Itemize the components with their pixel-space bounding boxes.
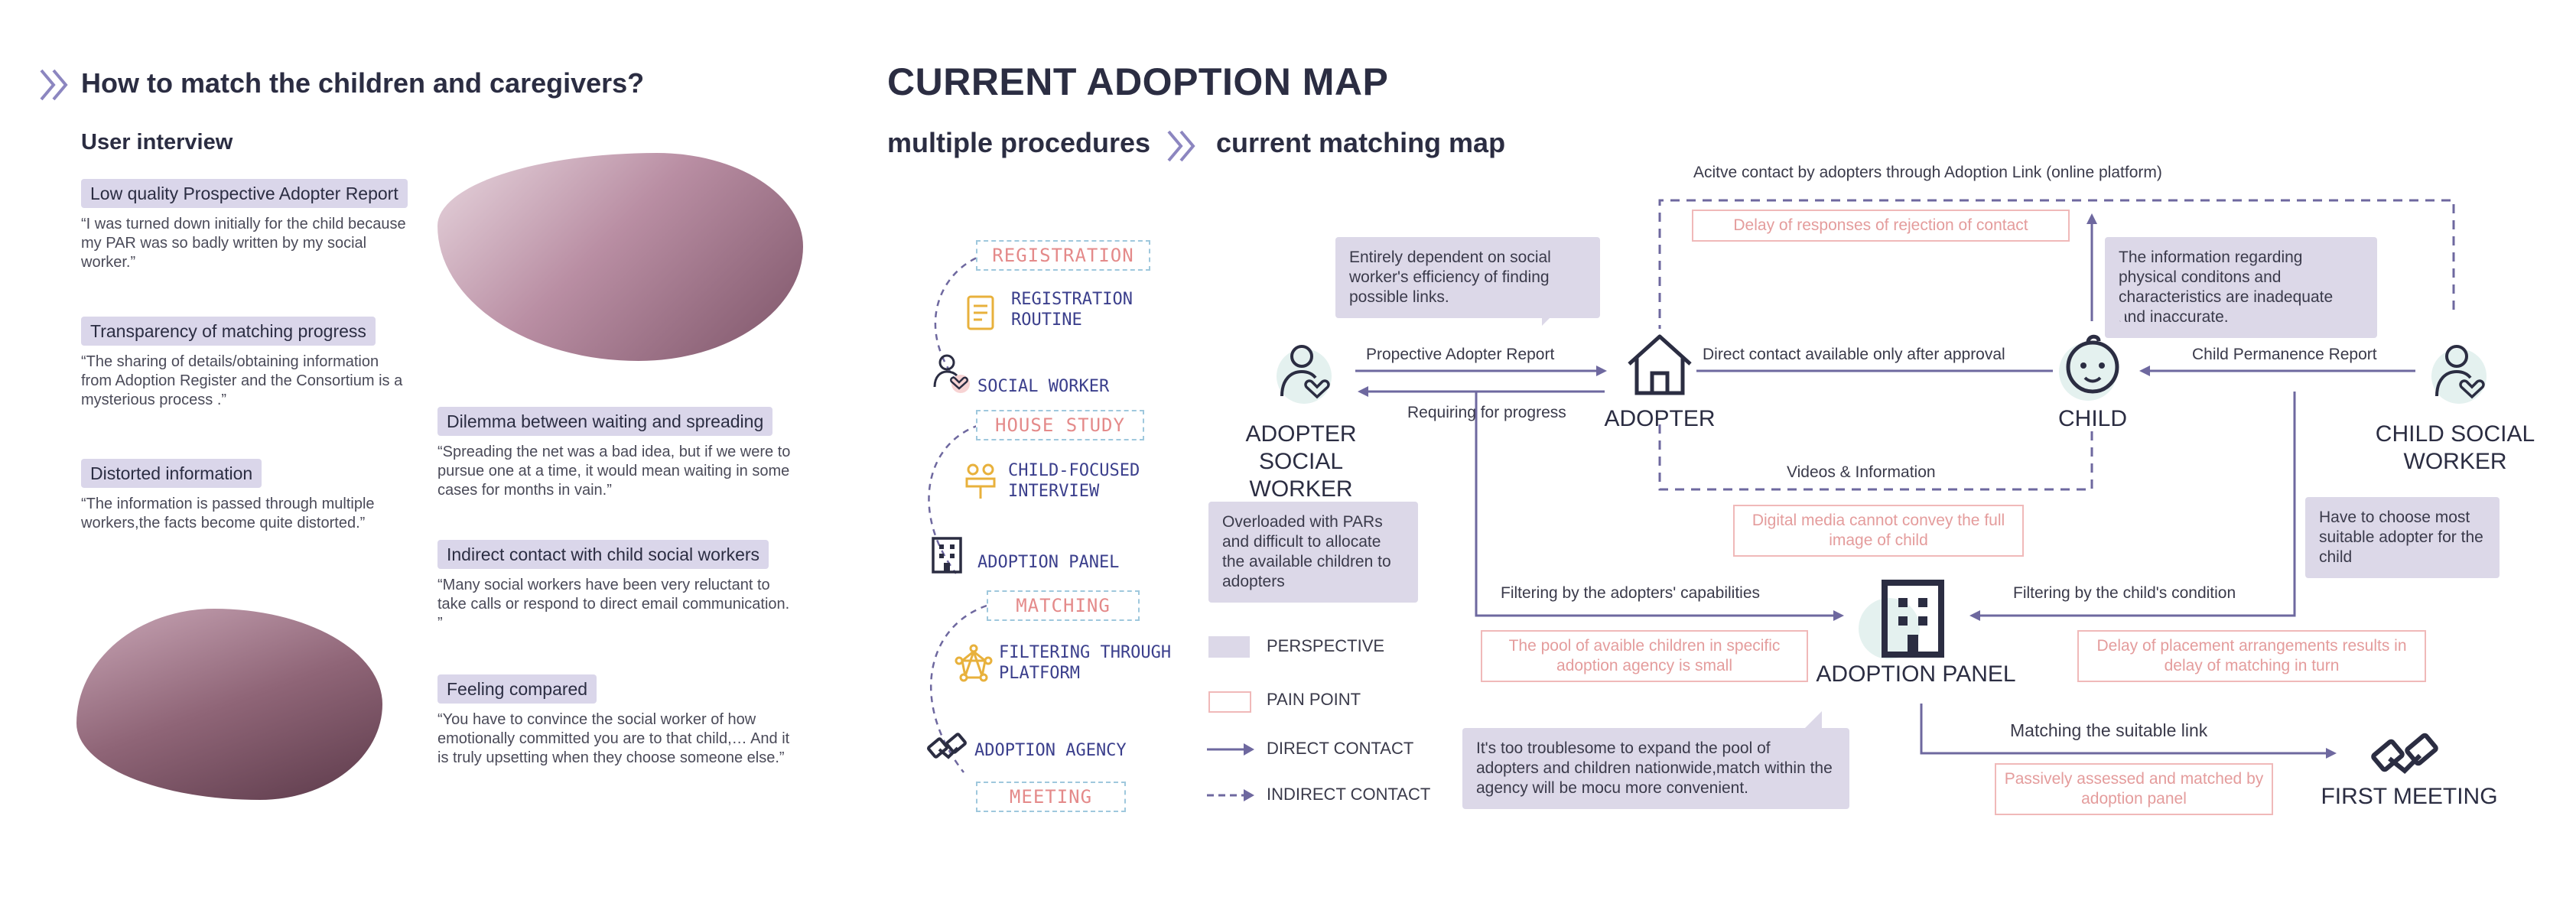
bubble-tail bbox=[1542, 306, 1562, 326]
child-social-worker-icon bbox=[2425, 336, 2493, 409]
pain-delay-rejection: Delay of responses of rejection of conta… bbox=[1692, 210, 2070, 242]
pain-digital-media: Digital media cannot convey the full ima… bbox=[1733, 505, 2024, 557]
interview-quote: “Many social workers have been very relu… bbox=[437, 577, 790, 632]
node-adopter-social-worker: ADOPTER SOCIAL WORKER bbox=[1245, 421, 1357, 502]
step-filtering-through-platform: FILTERING THROUGH PLATFORM bbox=[999, 643, 1172, 683]
step-adoption-panel: ADOPTION PANEL bbox=[977, 553, 1120, 572]
interview-quote: “Spreading the net was a bad idea, but i… bbox=[437, 444, 791, 499]
interview-tag: Indirect contact with child social worke… bbox=[437, 540, 769, 569]
interview-quote: “The sharing of details/obtaining inform… bbox=[81, 353, 403, 408]
interview-item: Distorted information “The information i… bbox=[81, 459, 418, 533]
stage-meeting: MEETING bbox=[976, 782, 1126, 812]
adopter-social-worker-icon bbox=[1270, 336, 1338, 409]
network-icon bbox=[953, 642, 994, 687]
map-subtitle-left: multiple procedures bbox=[887, 127, 1151, 158]
chevron-double-icon bbox=[38, 67, 73, 106]
node-adoption-panel: ADOPTION PANEL bbox=[1816, 661, 2016, 687]
map-title: CURRENT ADOPTION MAP bbox=[887, 60, 1389, 103]
edge-direct-after-approval: Direct contact available only after appr… bbox=[1703, 346, 2005, 363]
map-subtitle-right: current matching map bbox=[1216, 127, 1506, 158]
legend-direct-arrow bbox=[1207, 743, 1254, 756]
perspective-choose: Have to choose most suitable adopter for… bbox=[2305, 497, 2500, 578]
node-child: CHILD bbox=[2057, 406, 2127, 431]
edge-par: Propective Adopter Report bbox=[1366, 346, 1555, 363]
section-title: How to match the children and caregivers… bbox=[81, 67, 645, 99]
edge-requiring: Requiring for progress bbox=[1407, 404, 1566, 421]
interview-item: Feeling compared “You have to convince t… bbox=[437, 674, 805, 768]
bubble-tail bbox=[1802, 711, 1822, 731]
chevron-double-icon bbox=[1166, 128, 1201, 167]
interview-tag: Transparency of matching progress bbox=[81, 317, 376, 346]
step-social-worker: SOCIAL WORKER bbox=[977, 377, 1110, 396]
legend-indirect-contact: INDIRECT CONTACT bbox=[1267, 785, 1431, 804]
legend-perspective-swatch bbox=[1208, 636, 1250, 658]
step-adoption-agency: ADOPTION AGENCY bbox=[974, 741, 1127, 760]
house-icon bbox=[1623, 332, 1696, 401]
interview-item: Dilemma between waiting and spreading “S… bbox=[437, 407, 805, 500]
edge-cpr: Child Permanence Report bbox=[2192, 346, 2377, 363]
node-first-meeting: FIRST MEETING bbox=[2321, 784, 2498, 809]
interview-tag: Low quality Prospective Adopter Report bbox=[81, 179, 408, 208]
interview-quote: “The information is passed through multi… bbox=[81, 496, 375, 531]
interview-tag: Feeling compared bbox=[437, 674, 597, 704]
legend-pain-swatch bbox=[1208, 691, 1251, 713]
perspective-overloaded: Overloaded with PARs and difficult to al… bbox=[1208, 502, 1418, 603]
person-icon bbox=[930, 350, 973, 397]
stage-registration: REGISTRATION bbox=[976, 240, 1150, 271]
bubble-tail bbox=[2105, 306, 2125, 326]
pain-delay-placement: Delay of placement arrangements results … bbox=[2077, 630, 2426, 682]
interview-icon bbox=[964, 462, 997, 505]
meeting-handshake-icon bbox=[2371, 725, 2440, 787]
edge-filter-adopter: Filtering by the adopters' capabilities bbox=[1501, 584, 1761, 602]
edge-filter-child: Filtering by the child's condition bbox=[2013, 584, 2236, 602]
interview-quote: “You have to convince the social worker … bbox=[437, 711, 790, 766]
photo-children-playing bbox=[76, 609, 382, 800]
interview-item: Transparency of matching progress “The s… bbox=[81, 317, 418, 410]
legend-pain-point: PAIN POINT bbox=[1267, 690, 1361, 709]
stage-matching: MATCHING bbox=[987, 590, 1140, 621]
interview-item: Low quality Prospective Adopter Report “… bbox=[81, 179, 418, 272]
perspective-troublesome: It's too troublesome to expand the pool … bbox=[1462, 728, 1849, 809]
panel-building-icon bbox=[1859, 578, 1950, 666]
interview-item: Indirect contact with child social worke… bbox=[437, 540, 805, 633]
baby-face-icon bbox=[2054, 329, 2131, 409]
stage-house-study: HOUSE STUDY bbox=[976, 410, 1144, 440]
legend-direct-contact: DIRECT CONTACT bbox=[1267, 739, 1414, 758]
perspective-dependent: Entirely dependent on social worker's ef… bbox=[1335, 237, 1600, 318]
step-registration-routine: REGISTRATION ROUTINE bbox=[1011, 290, 1133, 330]
document-icon bbox=[965, 294, 997, 336]
pain-pool-small: The pool of avaible children in specific… bbox=[1481, 630, 1808, 682]
legend-perspective: PERSPECTIVE bbox=[1267, 636, 1385, 655]
interview-quote: “I was turned down initially for the chi… bbox=[81, 216, 406, 271]
node-child-social-worker: CHILD SOCIAL WORKER bbox=[2375, 421, 2535, 474]
step-child-focused-interview: CHILD-FOCUSED INTERVIEW bbox=[1008, 461, 1140, 501]
edge-active-contact: Acitve contact by adopters through Adopt… bbox=[1693, 164, 2162, 181]
edge-matching: Matching the suitable link bbox=[2010, 720, 2208, 740]
edge-videos: Videos & Information bbox=[1787, 463, 1936, 481]
section-subtitle: User interview bbox=[81, 130, 233, 154]
node-adopter: ADOPTER bbox=[1604, 406, 1716, 431]
pain-passive: Passively assessed and matched by adopti… bbox=[1995, 763, 2273, 815]
legend-indirect-arrow bbox=[1207, 789, 1254, 801]
building-icon bbox=[929, 535, 965, 579]
interview-tag: Dilemma between waiting and spreading bbox=[437, 407, 773, 436]
perspective-physical: The information regarding physical condi… bbox=[2105, 237, 2377, 338]
handshake-icon bbox=[927, 726, 968, 769]
interview-tag: Distorted information bbox=[81, 459, 262, 488]
